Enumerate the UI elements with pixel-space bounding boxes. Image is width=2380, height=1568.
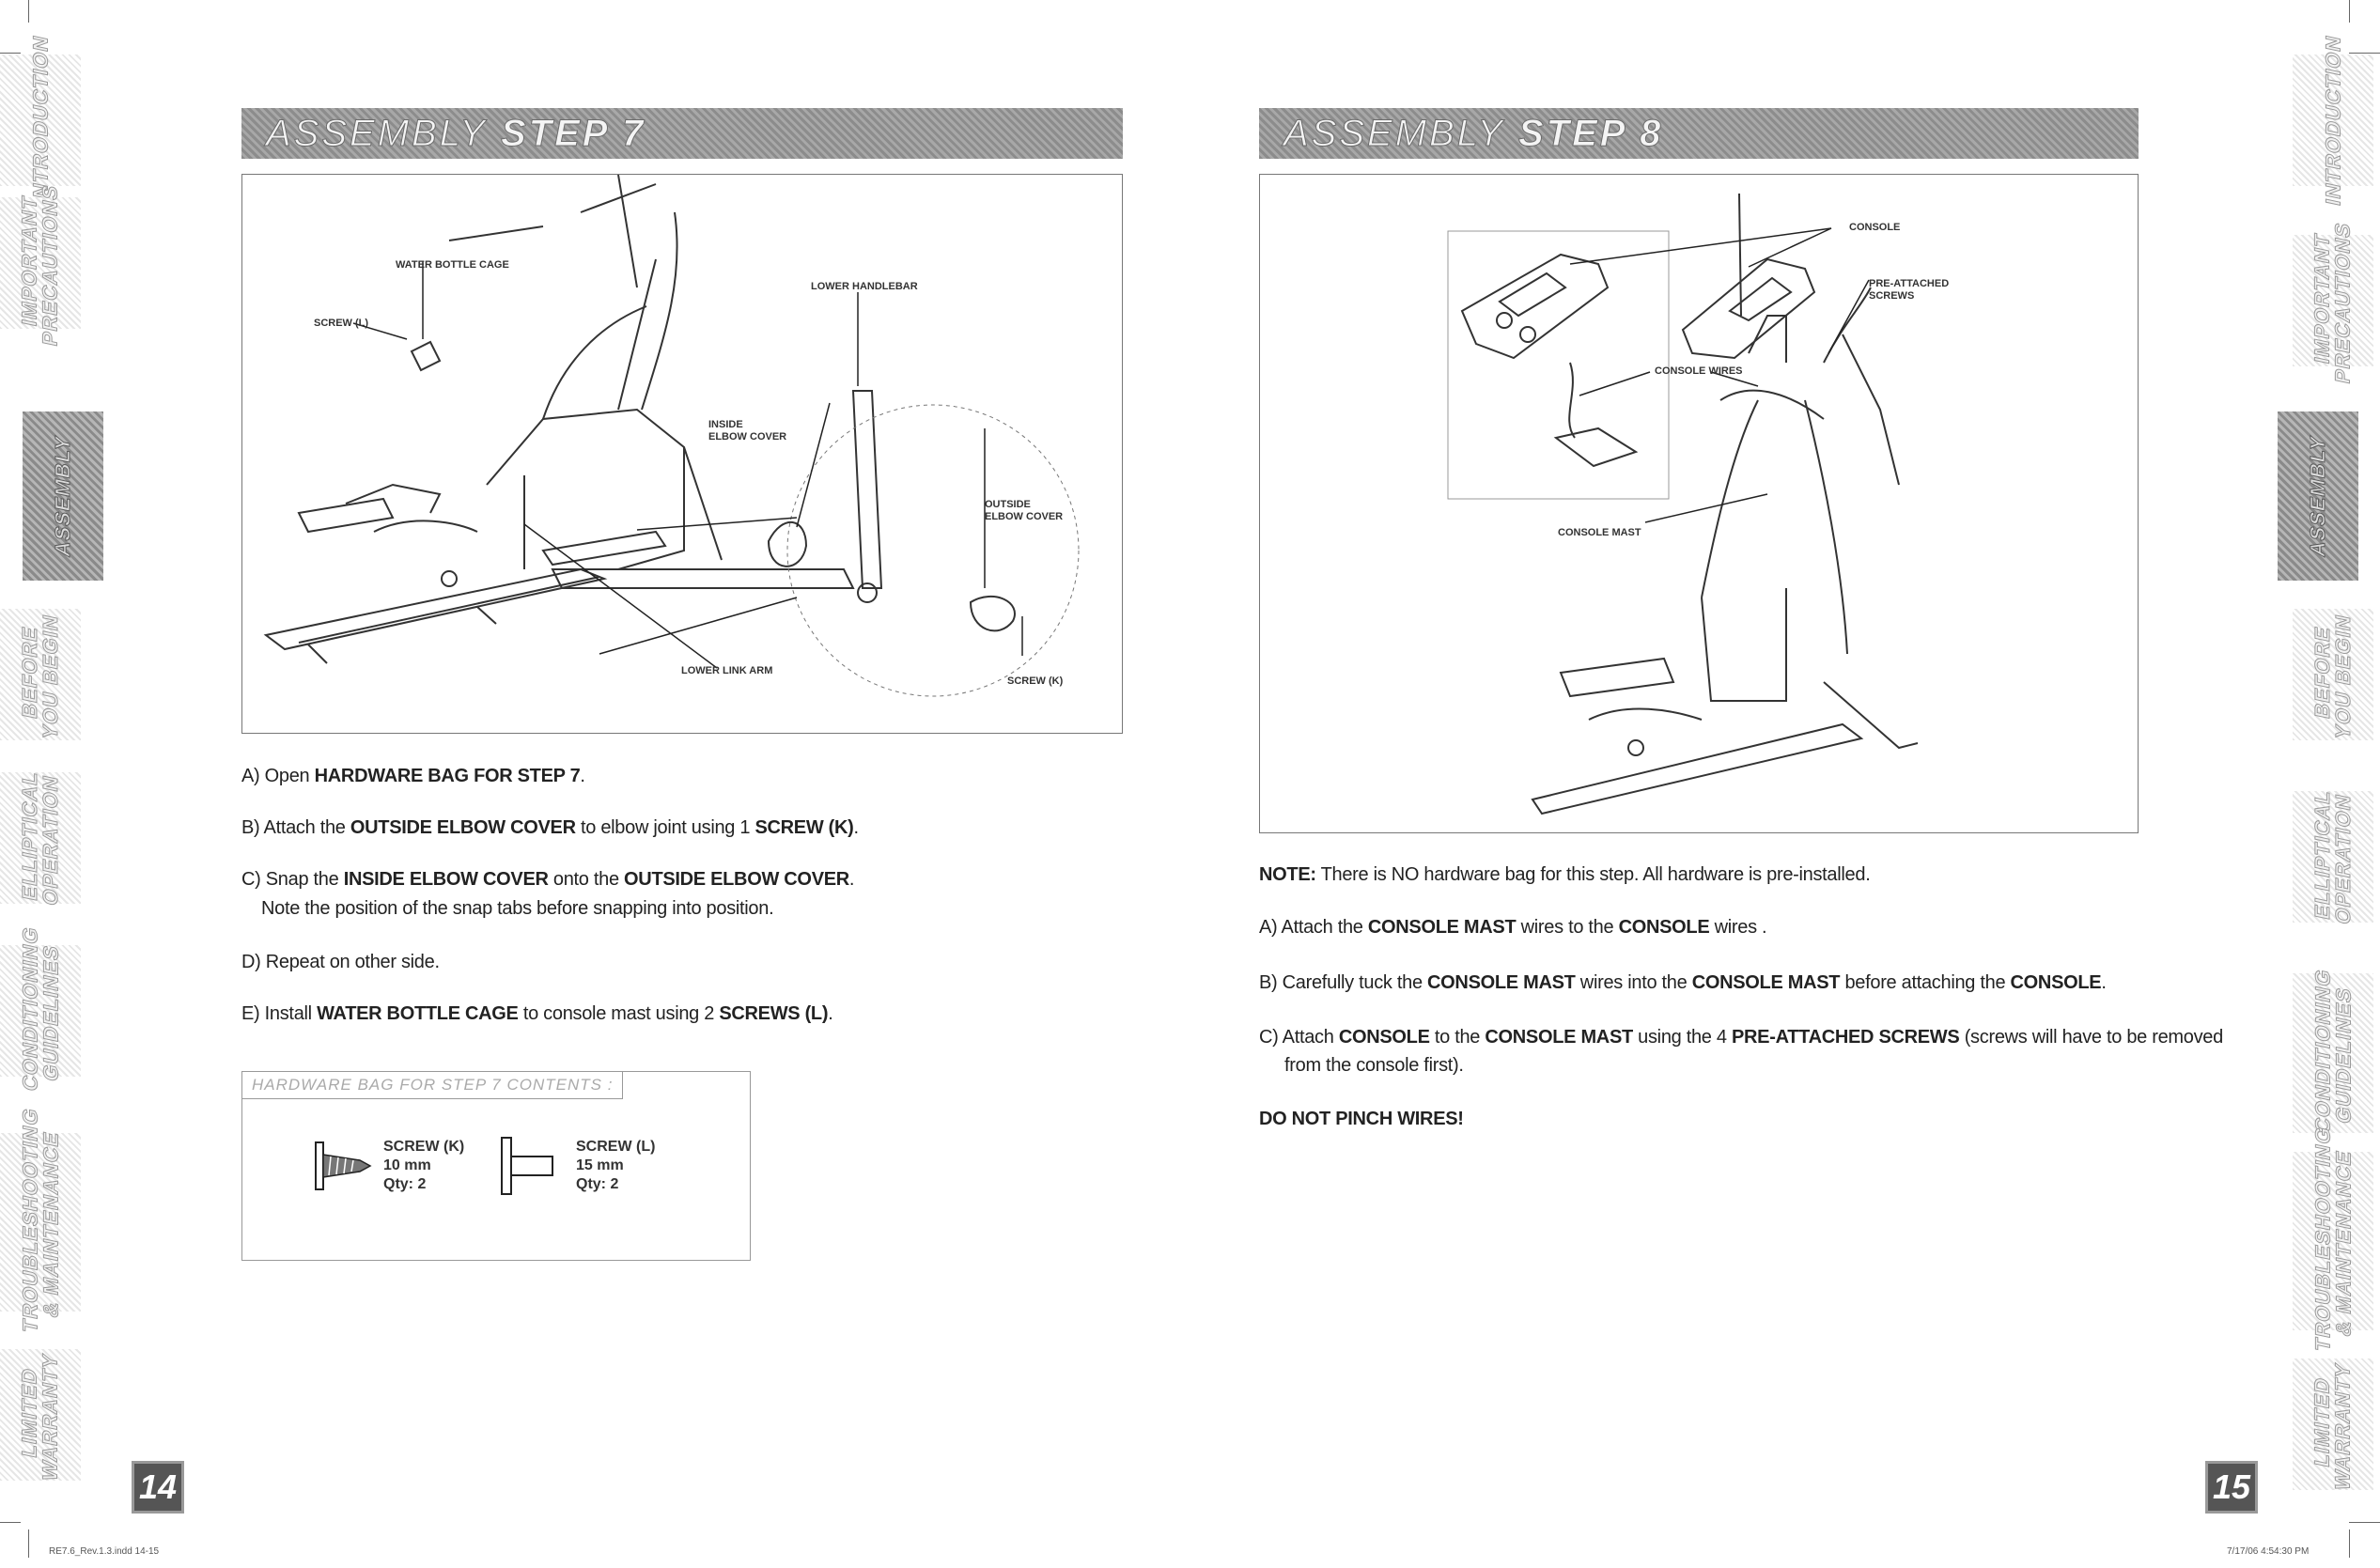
step7-instruction-a: A) Open HARDWARE BAG FOR STEP 7. bbox=[241, 766, 585, 786]
step8-figure: CONSOLE PRE-ATTACHED SCREWS CONSOLE WIRE… bbox=[1259, 174, 2139, 833]
screw-l-qty: Qty: 2 bbox=[576, 1176, 619, 1192]
screw-l-size: 15 mm bbox=[576, 1157, 624, 1173]
screw-k-size: 10 mm bbox=[383, 1157, 431, 1173]
label-inside-elbow-cover: INSIDE ELBOW COVER bbox=[708, 419, 787, 442]
hardware-bag-title: HARDWARE BAG FOR STEP 7 CONTENTS : bbox=[242, 1072, 624, 1099]
step7-title-a: ASSEMBLY bbox=[266, 112, 488, 154]
crop-mark bbox=[28, 1529, 29, 1558]
label-water-bottle-cage: WATER BOTTLE CAGE bbox=[396, 259, 509, 271]
crop-mark bbox=[2349, 1522, 2380, 1523]
step7-header: ASSEMBLY STEP 7 bbox=[241, 108, 1123, 159]
tab-label: BEFORE YOU BEGIN bbox=[18, 612, 63, 742]
crop-mark bbox=[2349, 53, 2380, 54]
label-outside-elbow-cover: OUTSIDE ELBOW COVER bbox=[985, 499, 1064, 522]
step8-instruction-c: C) Attach CONSOLE to the CONSOLE MAST us… bbox=[1259, 1027, 2223, 1048]
label-console-mast: CONSOLE MAST bbox=[1558, 527, 1641, 538]
label-lower-handlebar: LOWER HANDLEBAR bbox=[811, 281, 918, 292]
tab-label: ELLIPTICAL OPERATION bbox=[18, 768, 63, 908]
side-tab-introduction-right[interactable]: INTRODUCTION bbox=[2293, 32, 2373, 208]
tab-label: BEFORE YOU BEGIN bbox=[2310, 612, 2356, 742]
label-console: CONSOLE bbox=[1849, 222, 1901, 233]
step8-note: NOTE: There is NO hardware bag for this … bbox=[1259, 864, 1871, 885]
step8-instruction-a: A) Attach the CONSOLE MAST wires to the … bbox=[1259, 917, 1767, 938]
side-tab-elliptical-left[interactable]: ELLIPTICAL OPERATION bbox=[0, 768, 81, 908]
side-tab-warranty-left[interactable]: LIMITED WARRANTY bbox=[0, 1349, 81, 1483]
tab-label: ASSEMBLY bbox=[51, 433, 75, 560]
step7-instruction-c: C) Snap the INSIDE ELBOW COVER onto the … bbox=[241, 869, 855, 890]
page-number-left: 14 bbox=[132, 1461, 184, 1514]
side-tab-precautions-left[interactable]: IMPORTANT PRECAUTIONS bbox=[0, 182, 81, 349]
tab-label: ASSEMBLY bbox=[2306, 433, 2330, 560]
screw-l-icon bbox=[501, 1137, 553, 1195]
footer-file-name: RE7.6_Rev.1.3.indd 14-15 bbox=[49, 1546, 160, 1557]
label-console-wires: CONSOLE WIRES bbox=[1655, 365, 1743, 377]
side-tab-assembly-left[interactable]: ASSEMBLY bbox=[23, 411, 103, 581]
step7-instruction-d: D) Repeat on other side. bbox=[241, 952, 440, 972]
step7-instruction-e: E) Install WATER BOTTLE CAGE to console … bbox=[241, 1003, 833, 1024]
crop-mark bbox=[28, 0, 29, 23]
step8-warning: DO NOT PINCH WIRES! bbox=[1259, 1109, 1464, 1129]
step8-illustration bbox=[1447, 193, 1919, 815]
hardware-bag-box: HARDWARE BAG FOR STEP 7 CONTENTS : SCREW… bbox=[241, 1071, 751, 1261]
step8-instruction-b: B) Carefully tuck the CONSOLE MAST wires… bbox=[1259, 972, 2107, 993]
step8-header: ASSEMBLY STEP 8 bbox=[1259, 108, 2139, 159]
footer-timestamp: 7/17/06 4:54:30 PM bbox=[2227, 1546, 2310, 1557]
step8-title: ASSEMBLY STEP 8 bbox=[1283, 112, 1664, 155]
side-tab-conditioning-left[interactable]: CONDITIONING GUIDELINES bbox=[0, 924, 81, 1094]
screw-k-icon bbox=[315, 1141, 372, 1190]
label-pre-attached-screws: PRE-ATTACHED SCREWS bbox=[1869, 278, 1950, 302]
side-tab-introduction-left[interactable]: INTRODUCTION bbox=[0, 32, 81, 208]
step7-figure: WATER BOTTLE CAGE SCREW (L) LOWER HANDLE… bbox=[241, 174, 1123, 734]
side-tab-troubleshooting-left[interactable]: TROUBLESHOOTING & MAINTENANCE bbox=[0, 1105, 81, 1335]
tab-label: LIMITED WARRANTY bbox=[18, 1351, 63, 1483]
side-tab-assembly-right[interactable]: ASSEMBLY bbox=[2278, 411, 2358, 581]
crop-mark bbox=[2349, 0, 2350, 23]
tab-label: LIMITED WARRANTY bbox=[2310, 1360, 2356, 1493]
tab-label: ELLIPTICAL OPERATION bbox=[2310, 787, 2356, 927]
step8-title-a: ASSEMBLY bbox=[1283, 112, 1505, 154]
step8-instruction-c-cont: from the console first). bbox=[1284, 1055, 1464, 1076]
side-tab-before-right[interactable]: BEFORE YOU BEGIN bbox=[2293, 609, 2373, 742]
side-tab-conditioning-right[interactable]: CONDITIONING GUIDELINES bbox=[2293, 966, 2373, 1136]
crop-mark bbox=[2349, 1529, 2350, 1558]
side-tab-before-left[interactable]: BEFORE YOU BEGIN bbox=[0, 609, 81, 742]
label-lower-link-arm: LOWER LINK ARM bbox=[681, 665, 773, 676]
label-screw-k: SCREW (K) bbox=[1007, 675, 1064, 687]
tab-label: CONDITIONING GUIDELINES bbox=[2310, 966, 2356, 1136]
step7-title: ASSEMBLY STEP 7 bbox=[266, 112, 646, 155]
crop-mark bbox=[0, 53, 21, 54]
tab-label: TROUBLESHOOTING & MAINTENANCE bbox=[2310, 1124, 2356, 1354]
page-number-right: 15 bbox=[2205, 1461, 2258, 1514]
label-screw-l: SCREW (L) bbox=[314, 318, 369, 329]
tab-label: CONDITIONING GUIDELINES bbox=[18, 924, 63, 1094]
tab-label: IMPORTANT PRECAUTIONS bbox=[2310, 220, 2356, 386]
tab-label: IMPORTANT PRECAUTIONS bbox=[18, 182, 63, 349]
side-tab-troubleshooting-right[interactable]: TROUBLESHOOTING & MAINTENANCE bbox=[2293, 1124, 2373, 1354]
screw-k-qty: Qty: 2 bbox=[383, 1176, 427, 1192]
step8-title-b: STEP 8 bbox=[1517, 112, 1664, 154]
crop-mark bbox=[0, 1522, 21, 1523]
screw-k-name: SCREW (K) bbox=[383, 1139, 465, 1155]
tab-label: TROUBLESHOOTING & MAINTENANCE bbox=[18, 1105, 63, 1335]
side-tab-elliptical-right[interactable]: ELLIPTICAL OPERATION bbox=[2293, 787, 2373, 926]
side-tab-warranty-right[interactable]: LIMITED WARRANTY bbox=[2293, 1358, 2373, 1493]
screw-l-name: SCREW (L) bbox=[576, 1139, 656, 1155]
step7-instruction-b: B) Attach the OUTSIDE ELBOW COVER to elb… bbox=[241, 817, 859, 838]
step7-instruction-c-note: Note the position of the snap tabs befor… bbox=[261, 898, 774, 919]
tab-label: INTRODUCTION bbox=[2321, 32, 2345, 208]
step7-illustration bbox=[263, 174, 1080, 697]
step7-title-b: STEP 7 bbox=[500, 112, 646, 154]
side-tab-precautions-right[interactable]: IMPORTANT PRECAUTIONS bbox=[2293, 220, 2373, 386]
